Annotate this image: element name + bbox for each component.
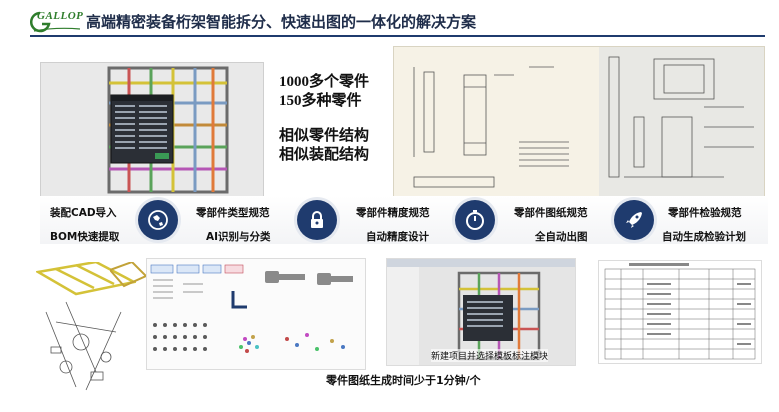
cad-assembly-screenshot [40, 62, 264, 197]
step2-bottom-label: AI识别与分类 [206, 231, 271, 243]
step2-top-label: 零部件类型规范 [196, 207, 270, 219]
stat-part-count: 1000多个零件 [279, 74, 370, 90]
gallop-logo-icon [30, 11, 81, 33]
step5-bottom-label: 自动生成检验计划 [662, 231, 746, 243]
step3-top-label: 零部件精度规范 [356, 207, 430, 219]
rocket-icon [614, 200, 654, 240]
page-title: 高端精密装备桁架智能拆分、快速出图的一体化的解决方案 [86, 13, 477, 31]
step3-bottom-label: 自动精度设计 [366, 231, 429, 243]
bottom-caption: 零件图纸生成时间少于1分钟/个 [326, 374, 481, 387]
ai-classification-image [146, 258, 366, 370]
step4-bottom-label: 全自动出图 [535, 231, 588, 243]
stat-similar-assembly: 相似装配结构 [279, 147, 370, 163]
cad-module-screenshot: 新建项目并选择模板标注模块 [386, 258, 576, 366]
step1-top-label: 装配CAD导入 [50, 207, 117, 219]
truss-frame-image [41, 63, 263, 196]
step4-top-label: 零部件图纸规范 [514, 207, 588, 219]
module-caption: 新建项目并选择模板标注模块 [431, 349, 549, 362]
logo-text: GALLOP [37, 10, 84, 22]
engineering-drawings-image [393, 46, 765, 198]
step5-top-label: 零部件检验规范 [668, 207, 742, 219]
globe-icon [138, 200, 178, 240]
stat-part-types: 150多种零件 [279, 93, 362, 109]
title-underline [30, 35, 765, 37]
timer-icon [455, 200, 495, 240]
lock-icon [297, 200, 337, 240]
truss-small-image [108, 260, 148, 292]
step1-bottom-label: BOM快速提取 [50, 231, 120, 243]
stat-similar-part: 相似零件结构 [279, 128, 370, 144]
header: GALLOP 高端精密装备桁架智能拆分、快速出图的一体化的解决方案 [0, 0, 779, 40]
inspection-plan-table-image [598, 260, 762, 364]
